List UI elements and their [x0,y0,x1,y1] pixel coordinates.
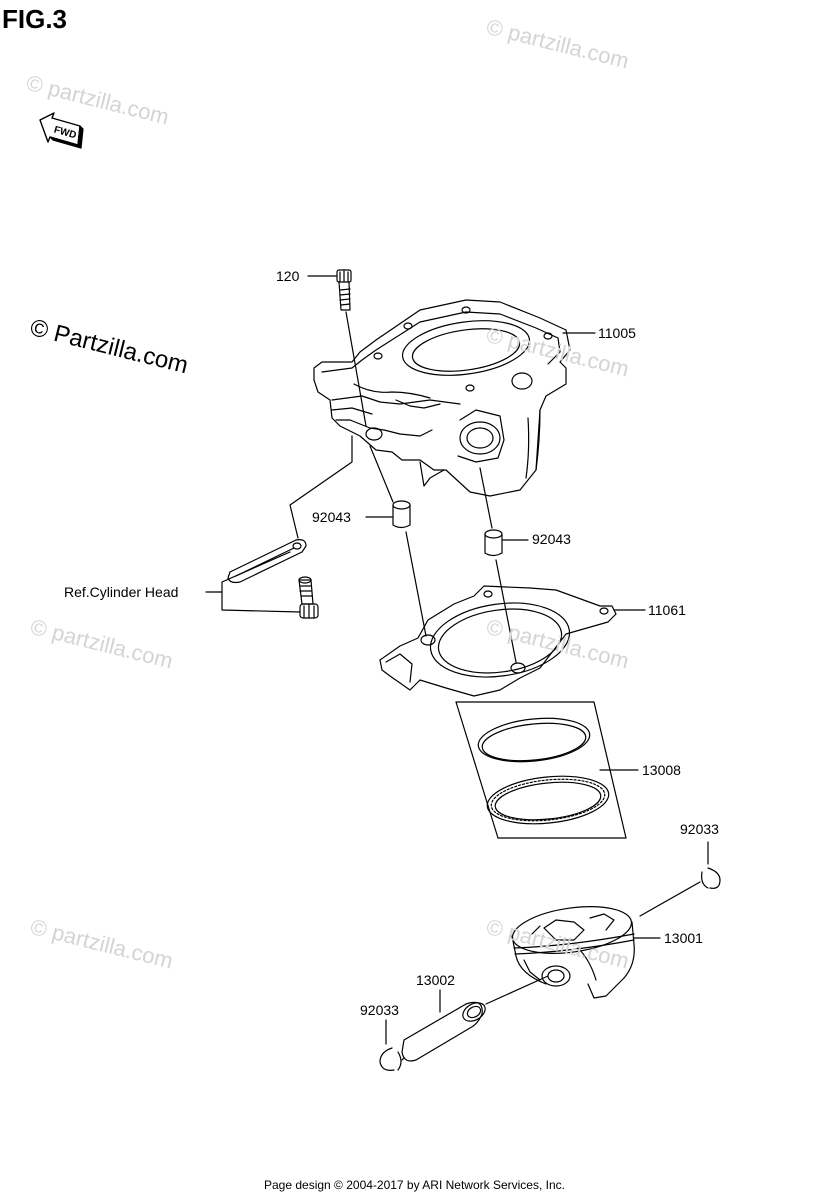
label-piston-13001[interactable]: 13001 [664,930,703,946]
piston-13001-icon [511,906,635,999]
dowel-92043-left-icon [392,500,411,529]
label-piston-pin-13002[interactable]: 13002 [416,972,455,988]
cam-chain-guide-icon [227,539,307,584]
footer-copyright: Page design © 2004-2017 by ARI Network S… [263,1178,565,1192]
bolt-120-icon [336,269,352,311]
label-dowel-92043-right[interactable]: 92043 [532,531,571,547]
piston-pin-13002-icon [401,1001,486,1062]
label-bolt-120[interactable]: 120 [276,268,300,284]
dowel-92043-right-icon [484,529,503,557]
label-circlip-92033-left[interactable]: 92033 [360,1002,399,1018]
label-ref-cylinder-head[interactable]: Ref.Cylinder Head [64,584,179,600]
bolt-ref-cylinder-head-icon [298,576,319,619]
gasket-11061-icon [379,585,617,697]
label-circlip-92033-right[interactable]: 92033 [680,821,719,837]
fwd-arrow-icon [39,112,84,149]
label-ring-set-13008[interactable]: 13008 [642,762,681,778]
circlip-92033-left-icon [379,1047,402,1071]
cylinder-11005-icon [313,299,571,497]
label-cylinder-11005[interactable]: 11005 [598,325,636,341]
piston-ring-set-13008-icon [455,701,627,839]
figure-title: FIG.3 [2,4,68,34]
label-dowel-92043-left[interactable]: 92043 [312,509,351,525]
label-gasket-11061[interactable]: 11061 [648,602,686,618]
circlip-92033-right-icon [701,867,721,889]
